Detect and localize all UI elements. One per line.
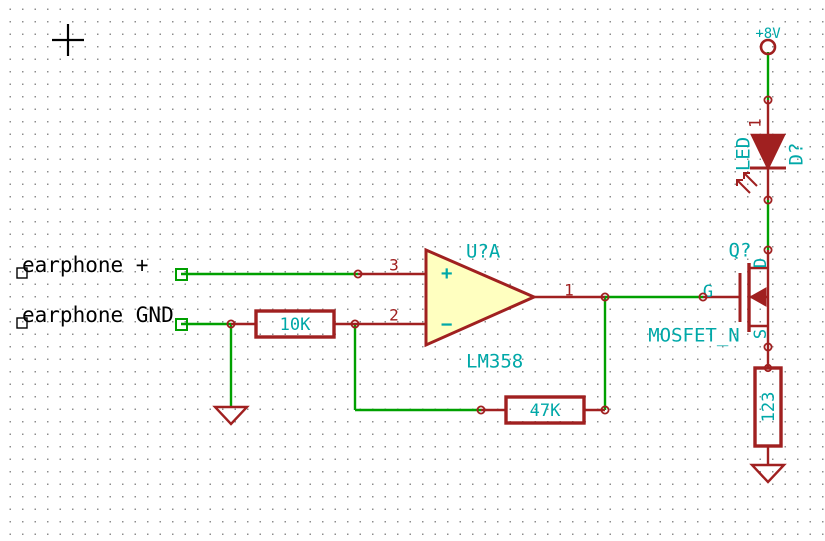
junction-47k-right xyxy=(600,405,610,415)
opamp-body xyxy=(424,247,538,348)
opamp-pin-name-minus: − xyxy=(441,314,452,336)
resistor-123-value: 123 xyxy=(759,392,779,423)
junction-r123-top xyxy=(763,363,773,373)
resistor-47k-value: 47K xyxy=(530,401,561,421)
mosfet-q1[interactable]: G D S Q? MOSFET_N xyxy=(648,240,771,348)
junctions xyxy=(226,95,773,415)
power-symbol-label: +8V xyxy=(755,26,781,42)
led-emission-arrows xyxy=(736,172,758,194)
junction-led-anode xyxy=(763,95,773,105)
junction-output xyxy=(600,292,610,302)
resistor-47k[interactable]: 47K xyxy=(481,395,605,425)
opamp-pin-name-plus: + xyxy=(441,263,452,285)
junction-pin2 xyxy=(350,319,360,329)
opamp-u1a[interactable]: + − 3 2 1 U?A LM358 xyxy=(358,241,605,373)
resistor-10k-value: 10K xyxy=(280,315,311,335)
power-symbol-circle xyxy=(759,38,777,56)
led-pin-number-1: 1 xyxy=(746,118,765,128)
mosfet-pin-name-d: D xyxy=(751,258,771,268)
terminal-box-earphone-plus[interactable] xyxy=(175,268,188,281)
ground-symbol-left[interactable] xyxy=(212,405,250,426)
terminal-box-earphone-gnd[interactable] xyxy=(175,318,188,331)
junction-pin3 xyxy=(353,269,363,279)
resistor-10k[interactable]: 10K xyxy=(231,309,358,339)
junction-source xyxy=(763,342,773,352)
label-anchor-box-plus xyxy=(16,267,28,279)
junction-led-cathode xyxy=(763,195,773,205)
opamp-pin-number-3: 3 xyxy=(389,256,399,275)
crosshair-cursor xyxy=(52,24,84,56)
junction-earphone-gnd xyxy=(226,319,236,329)
led-triangle xyxy=(750,133,786,171)
ground-symbol-right[interactable] xyxy=(749,463,787,484)
led-d1[interactable]: 1 LED D? xyxy=(733,100,808,200)
opamp-pin-number-2: 2 xyxy=(389,306,399,325)
mosfet-reference: Q? xyxy=(729,240,752,262)
mosfet-bulk-arrow xyxy=(748,287,767,307)
mosfet-pin-name-s: S xyxy=(751,329,771,339)
opamp-value: LM358 xyxy=(466,351,523,373)
junction-47k-left xyxy=(476,405,486,415)
hierarchical-label-earphone-gnd[interactable]: earphone GND xyxy=(16,303,188,331)
label-text-earphone-gnd: earphone GND xyxy=(22,303,174,327)
junction-gate xyxy=(698,292,708,302)
label-text-earphone-plus: earphone + xyxy=(22,253,148,277)
opamp-reference: U?A xyxy=(466,241,501,263)
led-reference: D? xyxy=(786,143,808,166)
mosfet-value: MOSFET_N xyxy=(648,325,740,347)
junction-drain xyxy=(763,245,773,255)
wires[interactable] xyxy=(181,52,770,412)
hierarchical-label-earphone-plus[interactable]: earphone + xyxy=(16,253,188,281)
led-value: LED xyxy=(733,137,755,171)
mosfet-pin-name-g: G xyxy=(703,282,713,302)
label-anchor-box-gnd xyxy=(16,317,28,329)
power-symbol-plus8v[interactable]: +8V xyxy=(755,26,781,56)
opamp-pin-number-1: 1 xyxy=(564,281,574,300)
